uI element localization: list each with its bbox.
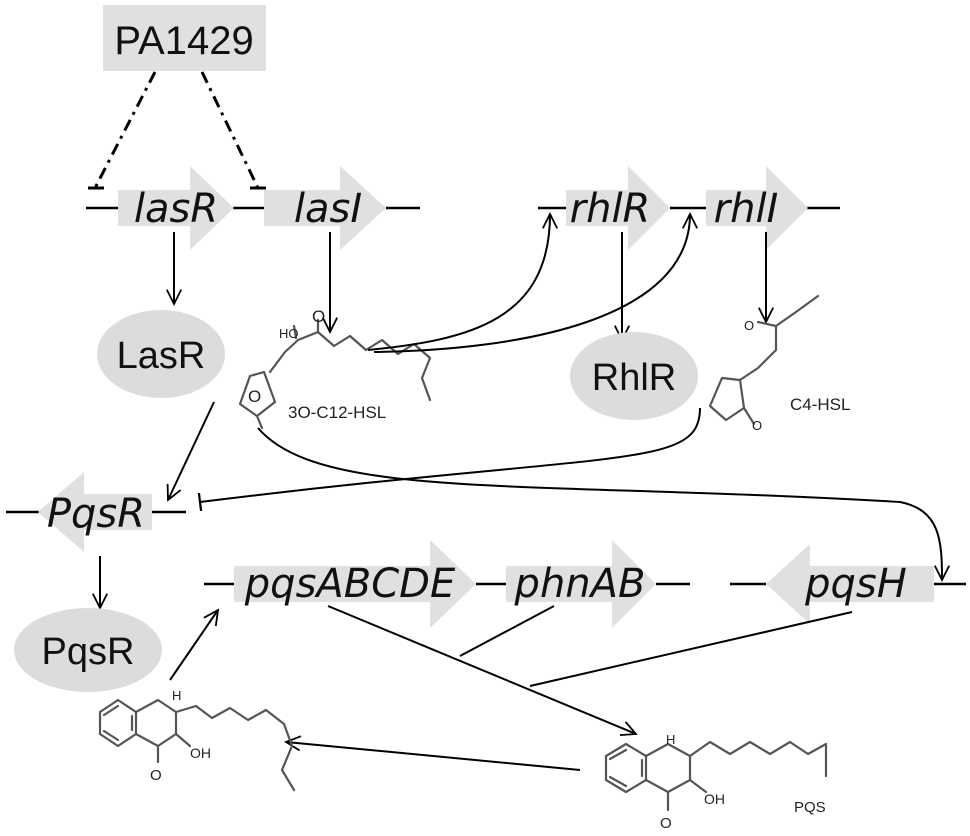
lasR-protein-label: LasR	[117, 335, 206, 377]
rhlR-protein: RhlR	[570, 332, 698, 420]
c12-hsl-label: 3O-C12-HSL	[288, 403, 386, 422]
c4-keto-o: O	[744, 318, 754, 333]
left-quinolone-oh: OH	[190, 745, 211, 761]
pqs-biosynthesis-lines	[327, 605, 853, 734]
pqs-molecule: H O OH PQS	[604, 732, 828, 832]
gene-pqsABCDE-label: pqsABCDE	[244, 561, 456, 607]
pqs-oh: OH	[704, 791, 725, 807]
c12-keto-o: O	[312, 307, 325, 326]
c12-to-rhlR-arrow	[367, 214, 550, 351]
gene-pqsR-label: PqsR	[47, 491, 145, 537]
pqs-h: H	[666, 732, 675, 747]
pa1429-node: PA1429	[103, 5, 266, 71]
c12-ho-label: HO	[279, 326, 299, 341]
lasR-protein: LasR	[97, 310, 225, 398]
hhq-to-pqsABCDE-arrow	[169, 610, 218, 681]
pa1429-label: PA1429	[114, 19, 253, 63]
pqs-o: O	[660, 815, 672, 832]
gene-lasI: lasI	[264, 166, 386, 250]
gene-rhlR: rhlR	[566, 166, 670, 250]
gene-lasI-label: lasI	[294, 186, 362, 232]
pa1429-repression-lines	[88, 71, 266, 190]
lasR-to-pqsR-arrow	[168, 401, 215, 500]
pqsR-protein: PqsR	[14, 608, 162, 692]
gene-pqsABCDE: pqsABCDE	[234, 540, 476, 628]
pqsR-protein-label: PqsR	[42, 631, 135, 673]
left-quinolone-h: H	[172, 688, 181, 703]
gene-pqsH-label: pqsH	[804, 561, 907, 607]
gene-phnAB: phnAB	[506, 540, 656, 628]
pqs-label: PQS	[794, 799, 826, 816]
rhlR-protein-label: RhlR	[592, 357, 676, 399]
quinolone-left-molecule: H O OH	[98, 688, 296, 792]
c12-hsl-molecule: O HO O 3O-C12-HSL	[238, 307, 432, 430]
gene-rhlI: rhlI	[706, 166, 808, 250]
lasR-to-pqsH-arrow	[257, 427, 942, 580]
c12-to-rhlI-arrow	[373, 214, 690, 353]
c4-hsl-molecule: O O C4-HSL	[708, 294, 850, 433]
gene-rhlI-label: rhlI	[714, 186, 779, 232]
gene-rhlR-label: rhlR	[570, 186, 651, 232]
gene-phnAB-label: phnAB	[514, 561, 646, 607]
pqs-conversion-arrow	[286, 742, 581, 771]
gene-pqsR: PqsR	[38, 472, 152, 552]
gene-pqsH: pqsH	[766, 544, 934, 624]
c4-hsl-label: C4-HSL	[790, 395, 850, 414]
left-quinolone-o: O	[150, 767, 162, 784]
c4-carbonyl-o: O	[752, 418, 762, 433]
gene-lasR-label: lasR	[134, 186, 218, 232]
gene-lasR: lasR	[118, 166, 234, 250]
c12-ring-o: O	[248, 387, 261, 406]
rhlR-inhibits-pqsR	[197, 407, 701, 512]
